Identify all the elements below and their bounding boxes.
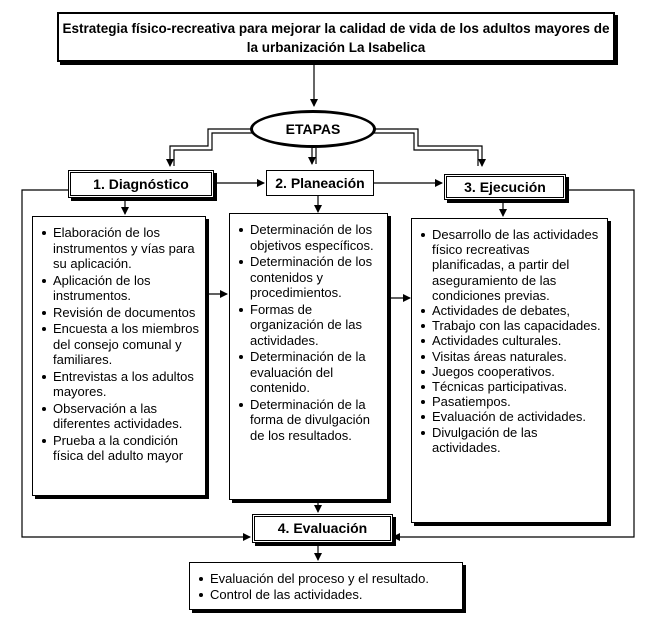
list-item: Técnicas participativas. <box>416 379 603 394</box>
stage-evaluacion: 4. Evaluación <box>252 514 393 543</box>
list-item: Actividades de debates, <box>416 303 603 318</box>
etapas-ellipse: ETAPAS <box>250 110 376 148</box>
list-item: Control de las actividades. <box>194 587 458 603</box>
list-item-text: Técnicas participativas. <box>432 379 568 395</box>
stage-ejecucion: 3. Ejecución <box>444 174 566 200</box>
strategy-title: Estrategia físico-recreativa para mejora… <box>57 12 615 62</box>
list-item-text: Divulgación de las actividades. <box>432 424 538 455</box>
list-item: Visitas áreas naturales. <box>416 349 603 364</box>
list-item-text: Entrevistas a los adultos mayores. <box>53 368 194 400</box>
evaluacion-list: Evaluación del proceso y el resultado. C… <box>189 562 463 610</box>
list-item-text: Formas de organización de las actividade… <box>250 301 363 348</box>
list-item-text: Juegos cooperativos. <box>432 363 555 379</box>
list-item: Determinación de la evaluación del conte… <box>234 349 383 396</box>
stage-diagnostico-label: 1. Diagnóstico <box>93 176 189 192</box>
list-item: Elaboración de los instrumentos y vías p… <box>37 225 201 272</box>
list-item-text: Aplicación de los instrumentos. <box>53 272 151 304</box>
list-item: Trabajo con las capacidades. <box>416 318 603 333</box>
list-item: Formas de organización de las actividade… <box>234 302 383 349</box>
list-item: Entrevistas a los adultos mayores. <box>37 369 201 400</box>
list-item-text: Pasatiempos. <box>432 394 511 410</box>
list-item: Aplicación de los instrumentos. <box>37 273 201 304</box>
list-item-text: Determinación de la forma de divulgación… <box>250 396 370 443</box>
list-item-text: Evaluación del proceso y el resultado. <box>210 571 429 586</box>
ejecucion-list: Desarrollo de las actividades físico rec… <box>411 218 608 523</box>
list-item-text: Trabajo con las capacidades. <box>432 318 601 334</box>
list-item: Determinación de los contenidos y proced… <box>234 254 383 301</box>
list-item: Determinación de los objetivos específic… <box>234 222 383 253</box>
list-item: Divulgación de las actividades. <box>416 425 603 455</box>
diagnostico-list: Elaboración de los instrumentos y vías p… <box>32 216 206 496</box>
strategy-title-text: Estrategia físico-recreativa para mejora… <box>62 21 610 55</box>
list-item-text: Determinación de la evaluación del conte… <box>250 349 366 395</box>
list-item: Determinación de la forma de divulgación… <box>234 397 383 444</box>
stage-ejecucion-label: 3. Ejecución <box>464 179 546 195</box>
list-item-text: Actividades culturales. <box>432 333 562 349</box>
list-item-text: Determinación de los contenidos y proced… <box>250 254 373 300</box>
list-item-text: Revisión de documentos <box>53 304 196 320</box>
list-item: Juegos cooperativos. <box>416 364 603 379</box>
list-item: Desarrollo de las actividades físico rec… <box>416 227 603 303</box>
list-item: Pasatiempos. <box>416 394 603 409</box>
list-item-text: Visitas áreas naturales. <box>432 348 567 364</box>
list-item: Prueba a la condición física del adulto … <box>37 433 201 464</box>
stage-evaluacion-label: 4. Evaluación <box>277 520 368 536</box>
etapas-label: ETAPAS <box>285 121 341 137</box>
list-item: Encuesta a los miembros del consejo comu… <box>37 321 201 368</box>
list-item: Evaluación del proceso y el resultado. <box>194 571 458 587</box>
list-item-text: Elaboración de los instrumentos y vías p… <box>53 225 195 271</box>
list-item-text: Encuesta a los miembros del consejo comu… <box>53 321 199 367</box>
list-item: Revisión de documentos <box>37 305 201 321</box>
list-item: Evaluación de actividades. <box>416 409 603 424</box>
stage-planeacion: 2. Planeación <box>266 170 374 196</box>
list-item-text: Control de las actividades. <box>210 586 363 602</box>
stage-diagnostico: 1. Diagnóstico <box>68 170 214 198</box>
list-item-text: Determinación de los objetivos específic… <box>250 222 374 253</box>
list-item-text: Desarrollo de las actividades físico rec… <box>432 227 599 303</box>
planeacion-list: Determinación de los objetivos específic… <box>229 213 388 500</box>
stage-planeacion-label: 2. Planeación <box>275 175 365 191</box>
list-item-text: Prueba a la condición física del adulto … <box>53 432 184 464</box>
list-item: Actividades culturales. <box>416 333 603 348</box>
list-item: Observación a las diferentes actividades… <box>37 401 201 432</box>
list-item-text: Actividades de debates, <box>432 303 571 319</box>
list-item-text: Observación a las diferentes actividades… <box>53 400 183 432</box>
list-item-text: Evaluación de actividades. <box>432 409 586 425</box>
